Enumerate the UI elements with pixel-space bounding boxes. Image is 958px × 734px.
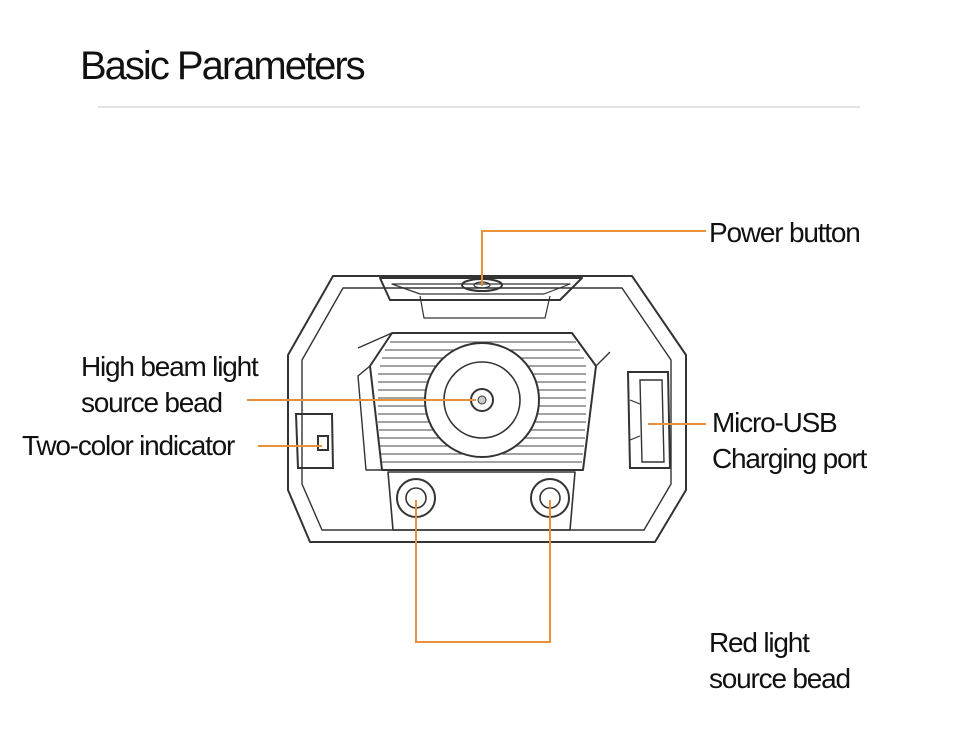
label-high-beam: High beam light source bead: [81, 349, 259, 421]
title-divider: [98, 106, 860, 108]
leader-lines: [247, 230, 706, 643]
label-red-light: Red light source bead: [709, 625, 851, 697]
red-light-beads: [396, 478, 570, 518]
power-button-text: Power button: [709, 217, 861, 248]
label-two-color-indicator: Two-color indicator: [22, 428, 235, 464]
leader-power-button: [481, 230, 706, 286]
high-beam-text-2: source bead: [81, 387, 223, 418]
two-color-indicator-window: [294, 413, 335, 469]
label-micro-usb: Micro-USB Charging port: [712, 405, 867, 477]
two-color-indicator-text: Two-color indicator: [22, 430, 235, 461]
red-light-text-2: source bead: [709, 663, 851, 694]
micro-usb-text-1: Micro-USB: [712, 407, 838, 438]
high-beam-lens: [424, 342, 540, 458]
red-light-text-1: Red light: [709, 627, 810, 658]
micro-usb-port: [626, 371, 672, 469]
micro-usb-text-2: Charging port: [712, 443, 867, 474]
leader-red-bead: [415, 500, 551, 643]
high-beam-text-1: High beam light: [81, 351, 259, 382]
label-power-button: Power button: [709, 215, 861, 251]
page-title: Basic Parameters: [80, 44, 366, 88]
